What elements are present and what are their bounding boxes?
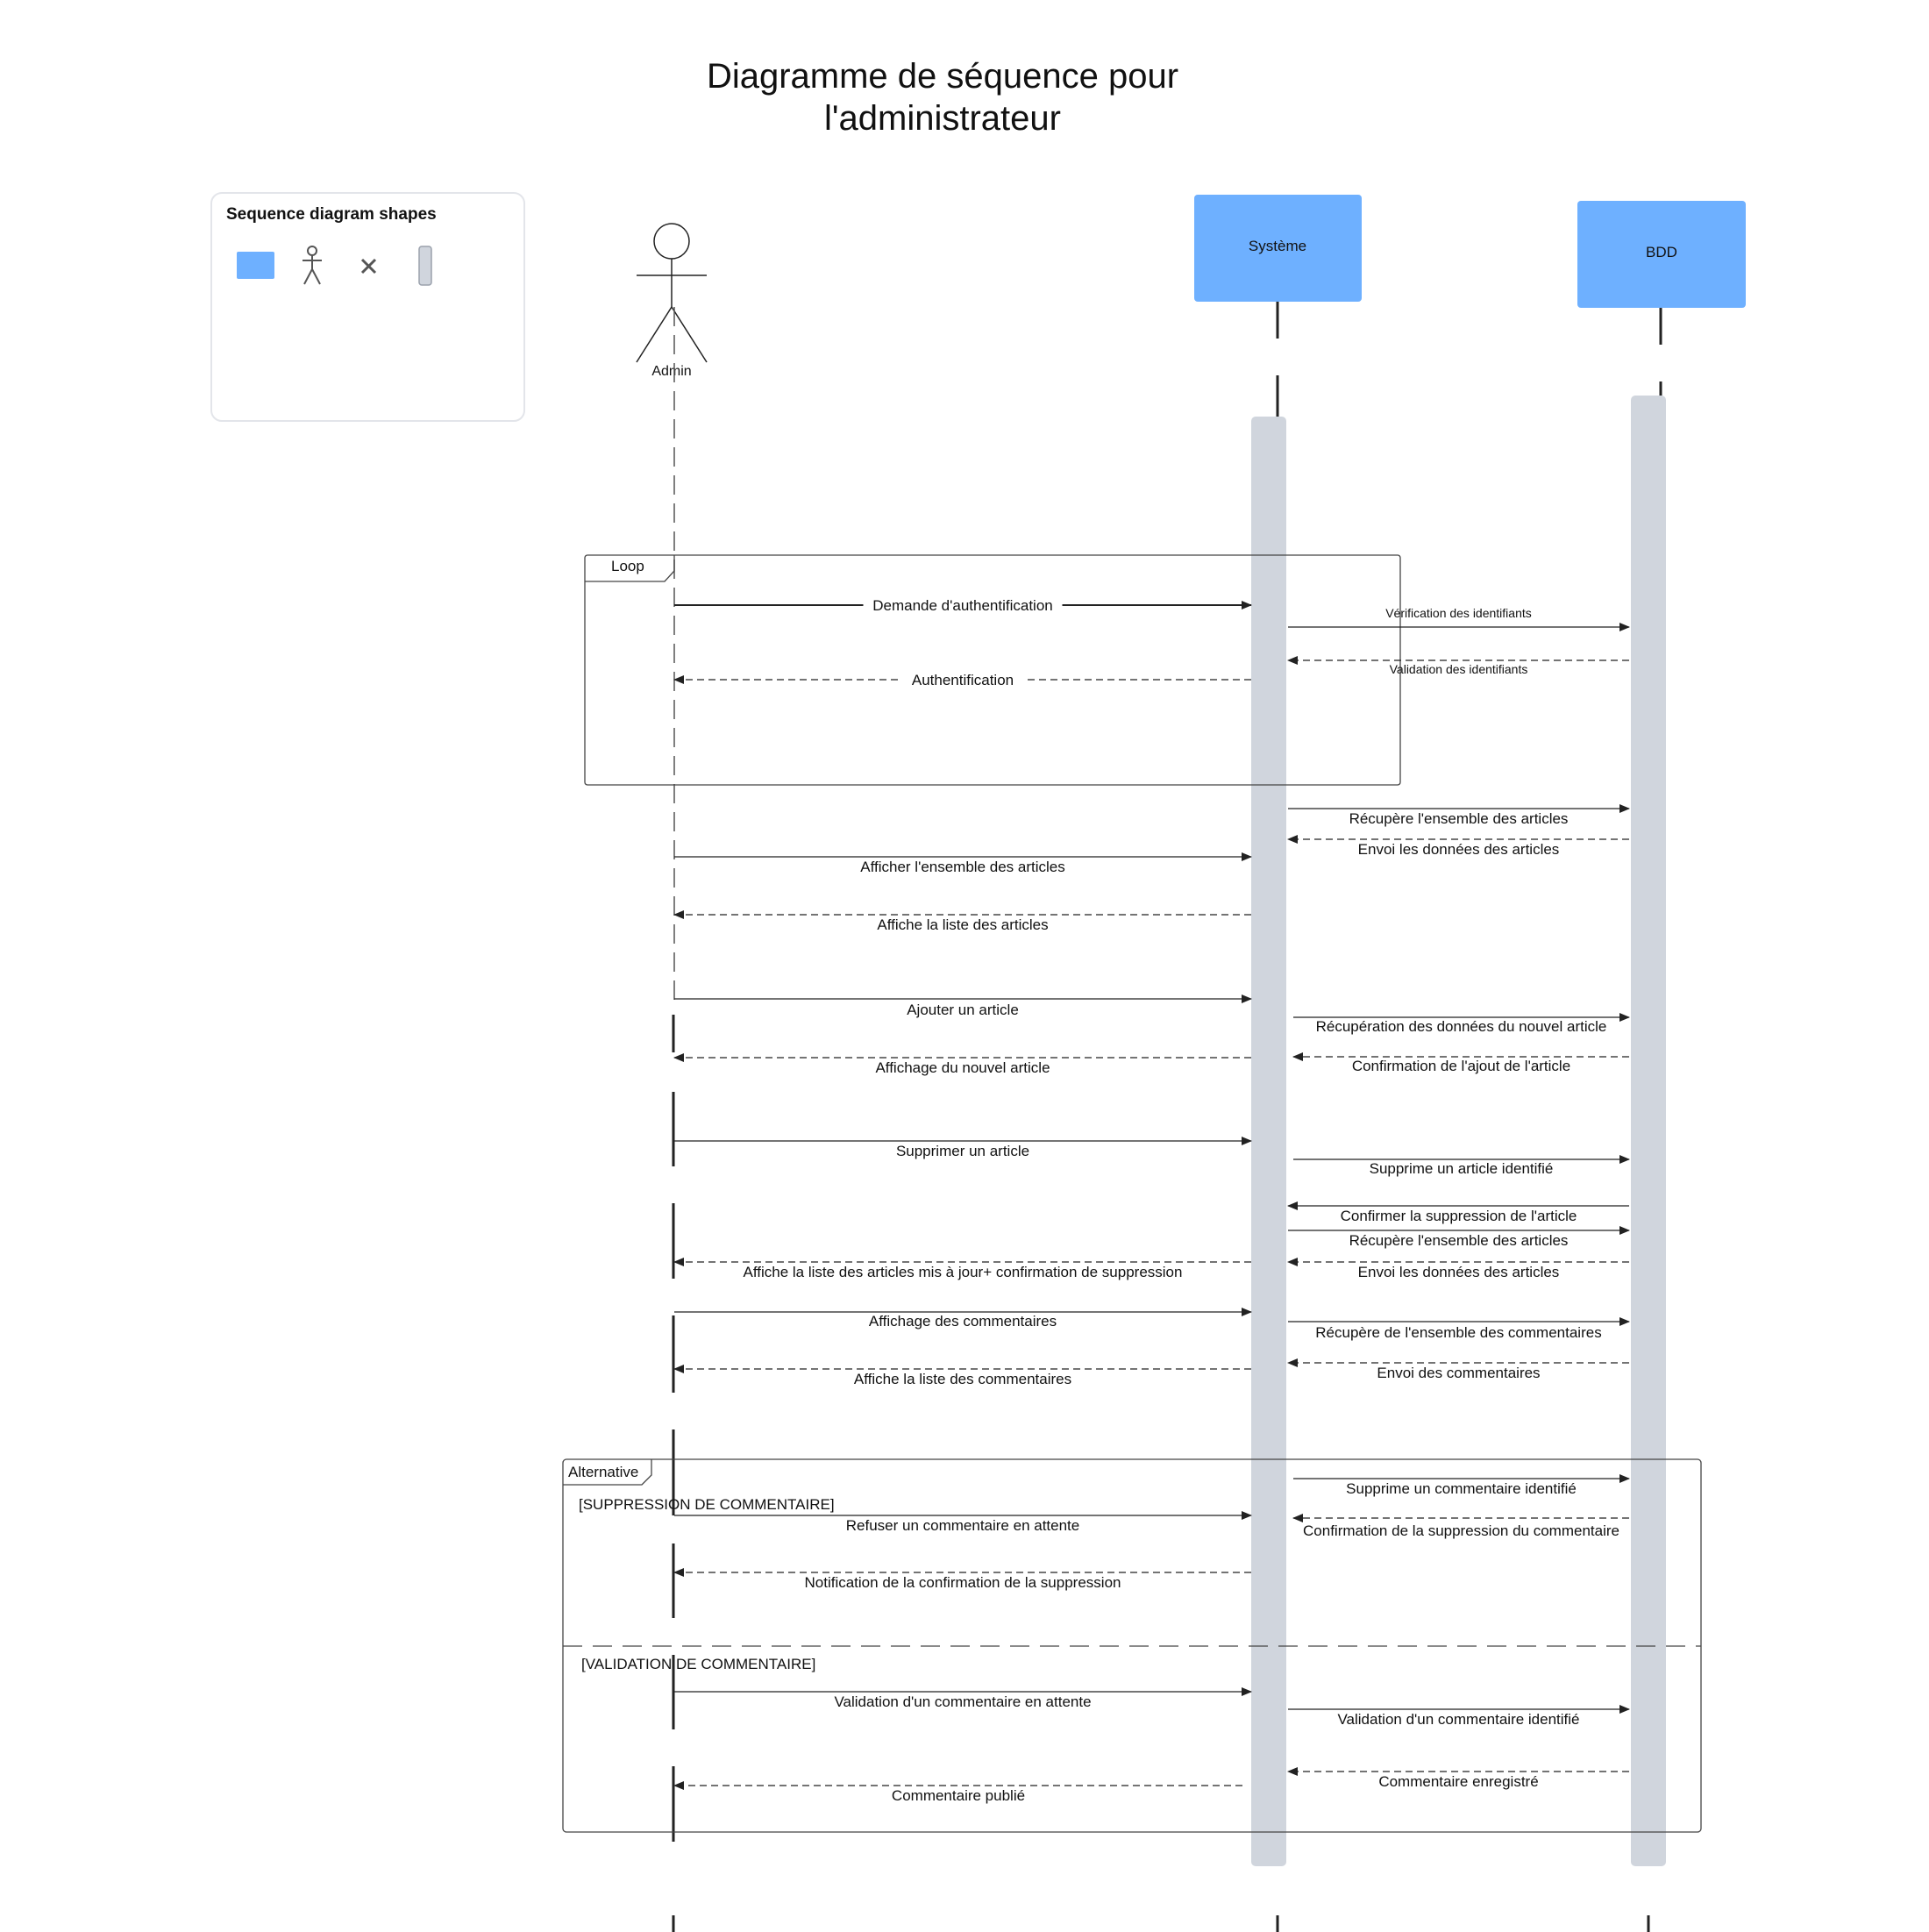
message-6[interactable]: Envoi les données des articles xyxy=(1287,835,1629,858)
message-label: Affiche la liste des articles mis à jour… xyxy=(744,1264,1183,1280)
message-18[interactable]: Affiche la liste des articles mis à jour… xyxy=(673,1258,1251,1280)
legend-title: Sequence diagram shapes xyxy=(226,205,437,224)
message-label: Confirmer la suppression de l'article xyxy=(1341,1208,1577,1224)
lifeline-box-icon[interactable] xyxy=(237,252,274,279)
activation-bar-icon[interactable] xyxy=(418,246,432,286)
message-label: Récupération des données du nouvel artic… xyxy=(1316,1018,1607,1035)
message-19[interactable]: Affichage des commentaires xyxy=(674,1308,1252,1330)
message-2[interactable]: Vérification des identifiants xyxy=(1288,606,1630,631)
message-22[interactable]: Affiche la liste des commentaires xyxy=(673,1365,1251,1387)
message-30[interactable]: Commentaire publié xyxy=(673,1781,1242,1804)
bdd-label: BDD xyxy=(1646,244,1677,260)
message-label: Demande d'authentification xyxy=(872,597,1053,614)
message-label: Récupère l'ensemble des articles xyxy=(1349,810,1569,827)
message-label: Confirmation de l'ajout de l'article xyxy=(1352,1058,1570,1074)
message-label: Refuser un commentaire en attente xyxy=(846,1517,1079,1534)
message-label: Authentification xyxy=(912,672,1014,688)
bdd-activation-bar xyxy=(1631,396,1666,1866)
message-12[interactable]: Affichage du nouvel article xyxy=(673,1053,1251,1076)
diagram-title-line1: Diagramme de séquence pour xyxy=(707,57,1178,96)
guard-suppression: [SUPPRESSION DE COMMENTAIRE] xyxy=(579,1496,835,1513)
message-5[interactable]: Récupère l'ensemble des articles xyxy=(1288,804,1630,827)
legend-panel: Sequence diagram shapes xyxy=(210,192,525,422)
message-label-background xyxy=(863,595,1063,613)
message-label: Validation d'un commentaire en attente xyxy=(834,1693,1091,1710)
message-13[interactable]: Supprimer un article xyxy=(674,1137,1252,1159)
message-label: Affichage des commentaires xyxy=(869,1313,1057,1330)
message-23[interactable]: Supprime un commentaire identifié xyxy=(1293,1474,1630,1497)
message-11[interactable]: Confirmation de l'ajout de l'article xyxy=(1292,1052,1629,1074)
message-label: Supprimer un article xyxy=(896,1143,1029,1159)
message-label: Affiche la liste des articles xyxy=(877,916,1048,933)
bdd-participant-box[interactable] xyxy=(1577,201,1746,308)
message-label: Récupère de l'ensemble des commentaires xyxy=(1315,1324,1601,1341)
systeme-activation-bar xyxy=(1251,417,1286,1866)
message-16[interactable]: Récupère l'ensemble des articles xyxy=(1288,1226,1630,1249)
actor-icon[interactable] xyxy=(303,246,322,285)
alternative-fragment: Alternative [SUPPRESSION DE COMMENTAIRE]… xyxy=(562,1458,1702,1833)
message-label: Validation des identifiants xyxy=(1390,662,1528,676)
message-label: Validation d'un commentaire identifié xyxy=(1337,1711,1579,1728)
message-label: Afficher l'ensemble des articles xyxy=(860,859,1064,875)
message-29[interactable]: Commentaire enregistré xyxy=(1287,1767,1629,1790)
message-26[interactable]: Notification de la confirmation de la su… xyxy=(673,1568,1251,1591)
message-24[interactable]: Refuser un commentaire en attente xyxy=(674,1511,1252,1534)
message-label: Envoi les données des articles xyxy=(1358,1264,1560,1280)
message-21[interactable]: Envoi des commentaires xyxy=(1287,1358,1629,1381)
message-9[interactable]: Ajouter un article xyxy=(674,995,1252,1018)
message-label: Ajouter un article xyxy=(907,1002,1019,1018)
message-17[interactable]: Envoi les données des articles xyxy=(1287,1258,1629,1280)
message-label: Commentaire enregistré xyxy=(1378,1773,1538,1790)
systeme-label: Système xyxy=(1249,238,1306,254)
message-4[interactable]: Authentification xyxy=(673,670,1251,688)
message-label: Envoi les données des articles xyxy=(1358,841,1560,858)
message-label: Envoi des commentaires xyxy=(1377,1365,1540,1381)
alternative-label: Alternative xyxy=(568,1464,638,1480)
message-label: Vérification des identifiants xyxy=(1385,606,1532,620)
actor-head-icon xyxy=(653,223,690,260)
message-label-background xyxy=(900,670,1025,688)
guard-validation: [VALIDATION DE COMMENTAIRE] xyxy=(581,1656,815,1672)
message-25[interactable]: Confirmation de la suppression du commen… xyxy=(1292,1514,1629,1539)
diagram-title-line2: l'administrateur xyxy=(824,99,1061,138)
message-8[interactable]: Affiche la liste des articles xyxy=(673,910,1251,933)
message-label: Confirmation de la suppression du commen… xyxy=(1303,1522,1619,1539)
message-20[interactable]: Récupère de l'ensemble des commentaires xyxy=(1288,1317,1630,1341)
loop-fragment: Loop xyxy=(584,554,1401,786)
message-label: Affiche la liste des commentaires xyxy=(854,1371,1071,1387)
message-15[interactable]: Confirmer la suppression de l'article xyxy=(1287,1201,1629,1224)
message-3[interactable]: Validation des identifiants xyxy=(1287,656,1629,676)
message-label: Commentaire publié xyxy=(892,1787,1025,1804)
loop-label: Loop xyxy=(611,558,644,574)
message-label: Affichage du nouvel article xyxy=(875,1059,1050,1076)
admin-actor[interactable] xyxy=(636,223,708,363)
message-28[interactable]: Validation d'un commentaire identifié xyxy=(1288,1705,1630,1728)
message-14[interactable]: Supprime un article identifié xyxy=(1293,1155,1630,1177)
message-7[interactable]: Afficher l'ensemble des articles xyxy=(674,852,1252,875)
message-1[interactable]: Demande d'authentification xyxy=(674,595,1252,614)
message-27[interactable]: Validation d'un commentaire en attente xyxy=(674,1687,1252,1710)
systeme-participant-box[interactable] xyxy=(1194,195,1362,302)
message-label: Supprime un commentaire identifié xyxy=(1346,1480,1577,1497)
admin-label: Admin xyxy=(651,364,691,379)
message-label: Notification de la confirmation de la su… xyxy=(805,1574,1121,1591)
destroy-icon[interactable] xyxy=(360,258,377,274)
message-10[interactable]: Récupération des données du nouvel artic… xyxy=(1293,1013,1630,1035)
message-label: Supprime un article identifié xyxy=(1370,1160,1554,1177)
message-label: Récupère l'ensemble des articles xyxy=(1349,1232,1569,1249)
